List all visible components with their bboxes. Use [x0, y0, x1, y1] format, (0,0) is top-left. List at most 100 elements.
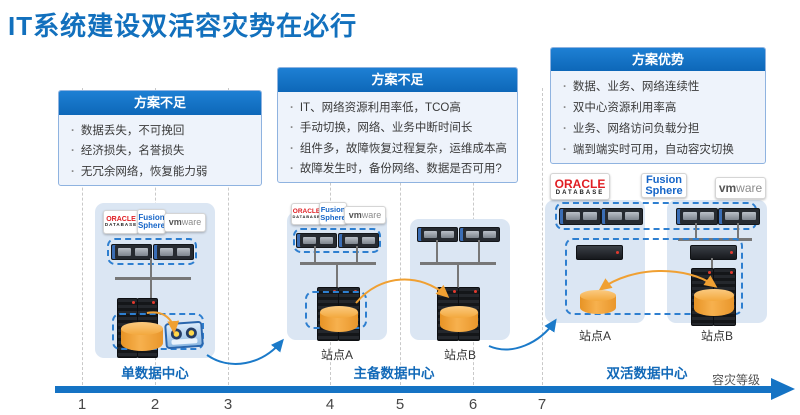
- fusion-logo-text: Sphere: [645, 184, 683, 197]
- vmware-logo: vmware: [715, 177, 766, 199]
- database-cylinder-icon: [694, 289, 734, 316]
- bullet-item: 双中心资源利用率高: [561, 99, 755, 115]
- bullet-item: 数据丢失，不可挽回: [69, 122, 251, 138]
- server-icon: [559, 208, 601, 225]
- connector-line: [436, 240, 438, 262]
- page-title: IT系统建设双活容灾势在必行: [8, 11, 358, 41]
- network-bus-line: [300, 262, 376, 265]
- database-cylinder-icon: [320, 306, 358, 332]
- evolution-arrow-1: [206, 338, 284, 365]
- bullet-item: 端到端实时可用，自动容灾切换: [561, 141, 755, 157]
- cylinder-top: [694, 289, 734, 302]
- fusion-logo-text: Sphere: [320, 212, 346, 222]
- axis-tick: 6: [468, 396, 478, 413]
- bullet-item: 数据、业务、网络连续性: [561, 78, 755, 94]
- axis-label: 容灾等级: [712, 373, 761, 387]
- switch-icon: [576, 245, 623, 260]
- database-cylinder-icon: [440, 306, 478, 332]
- oracle-logo: ORACLE DATABASE: [291, 203, 322, 225]
- tape-reel: [185, 327, 198, 339]
- maturity-axis: [55, 386, 771, 393]
- oracle-logo-subtext: DATABASE: [292, 214, 321, 220]
- site-label-a: 站点A: [578, 329, 611, 343]
- bullet-item: 业务、网络访问负载分担: [561, 120, 755, 136]
- active-active-outline: [565, 238, 743, 315]
- connector-line: [478, 240, 480, 262]
- switch-icon: [690, 245, 737, 260]
- cylinder-top: [121, 322, 163, 336]
- connector-line: [314, 246, 316, 262]
- vmware-logo: vmware: [164, 213, 206, 232]
- server-icon: [718, 208, 760, 225]
- stage-label-single-dc: 单数据中心: [121, 366, 189, 381]
- gridline: [542, 88, 543, 385]
- server-icon: [338, 233, 379, 248]
- database-cylinder-icon: [121, 322, 163, 351]
- axis-tick: 7: [537, 396, 547, 413]
- panel-header: 方案优势: [551, 48, 765, 71]
- vmware-logo-text: ware: [736, 181, 763, 195]
- tape-reel: [170, 328, 183, 340]
- gridline: [228, 88, 229, 385]
- server-icon: [111, 244, 152, 260]
- oracle-logo-subtext: DATABASE: [555, 189, 605, 196]
- network-bus-line: [115, 277, 191, 280]
- cylinder-top: [320, 306, 358, 318]
- oracle-logo-text: ORACLE: [106, 216, 136, 224]
- connector-line: [150, 258, 152, 277]
- vmware-logo: vmware: [344, 206, 386, 224]
- server-group-outline: [107, 238, 197, 265]
- fusionsphere-logo: Fusion Sphere: [641, 173, 687, 198]
- vmware-logo-text: ware: [181, 217, 202, 227]
- connector-line: [737, 223, 739, 238]
- axis-tick: 1: [77, 396, 87, 413]
- database-cylinder-icon: [580, 290, 616, 314]
- axis-arrowhead-icon: [771, 378, 795, 400]
- axis-tick: 4: [325, 396, 335, 413]
- axis-tick: 3: [223, 396, 233, 413]
- fusion-logo-text: Sphere: [137, 220, 166, 230]
- fusionsphere-logo: Fusion Sphere: [319, 202, 347, 225]
- tape-backup-icon: [164, 320, 204, 350]
- oracle-logo-subtext: DATABASE: [104, 222, 138, 228]
- stage-label-active-active: 双活数据中心: [606, 366, 688, 381]
- server-icon: [296, 233, 337, 248]
- bullet-item: 手动切换，网络、业务中断时间长: [288, 119, 507, 135]
- oracle-logo-text: ORACLE: [292, 207, 321, 215]
- server-group-outline: [293, 228, 381, 253]
- axis-tick: 2: [150, 396, 160, 413]
- panel-active-standby-issues: 方案不足 IT、网络资源利用率低，TCO高 手动切换，网络、业务中断时间长 组件…: [277, 67, 518, 183]
- panel-single-dc-issues: 方案不足 数据丢失，不可挽回 经济损失，名誉损失 无冗余网络，恢复能力弱: [58, 90, 262, 186]
- panel-header: 方案不足: [278, 68, 517, 92]
- fusion-logo-text: Fusion: [645, 173, 683, 186]
- network-bus-line: [420, 262, 496, 265]
- connector-line: [695, 223, 697, 238]
- connector-line: [356, 246, 358, 262]
- gridline: [82, 88, 83, 385]
- tape-strip: [171, 338, 198, 345]
- site-label-b: 站点B: [443, 348, 476, 362]
- server-icon: [459, 227, 500, 242]
- cylinder-top: [580, 290, 616, 301]
- vmware-logo-text: vm: [348, 209, 362, 220]
- server-icon: [601, 208, 643, 225]
- site-label-b: 站点B: [700, 329, 733, 343]
- connector-line: [457, 265, 459, 287]
- vmware-logo-text: vm: [718, 181, 737, 195]
- fusion-logo-text: Fusion: [320, 205, 346, 214]
- bullet-item: 经济损失，名誉损失: [69, 142, 251, 158]
- cylinder-top: [440, 306, 478, 318]
- connector-line: [150, 280, 152, 300]
- oracle-logo-text: ORACLE: [554, 176, 606, 191]
- vmware-logo-text: vm: [168, 217, 182, 227]
- server-icon: [676, 208, 718, 225]
- site-label-a: 站点A: [320, 348, 353, 362]
- bullet-item: 无冗余网络，恢复能力弱: [69, 163, 251, 179]
- fusion-logo-text: Fusion: [138, 212, 165, 222]
- gridline: [400, 88, 401, 385]
- oracle-logo: ORACLE DATABASE: [103, 210, 139, 234]
- vmware-logo-text: ware: [361, 209, 382, 220]
- bullet-item: 故障发生时，备份网络、数据是否可用?: [288, 160, 507, 176]
- oracle-logo: ORACLE DATABASE: [550, 173, 610, 200]
